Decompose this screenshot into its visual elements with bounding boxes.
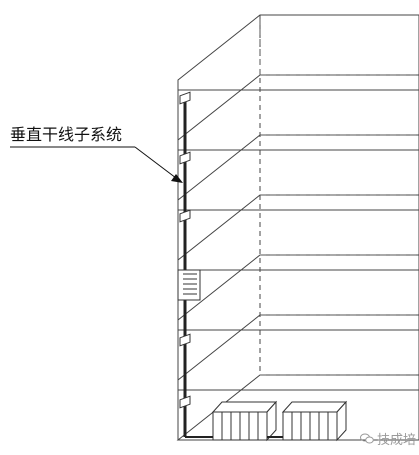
callout-arrow — [10, 146, 183, 183]
floor-slab-1 — [177, 14, 419, 91]
floor-slab-3 — [177, 134, 419, 211]
telecom-closet — [177, 269, 201, 301]
rack-right — [281, 400, 348, 442]
watermark: 技成培 — [360, 429, 416, 448]
floor-slabs — [176, 14, 419, 441]
outlet-6 — [179, 395, 191, 409]
hidden-lines — [259, 15, 419, 376]
outlet-2 — [179, 151, 191, 165]
floor-slab-4 — [177, 194, 419, 271]
callout-label: 垂直干线子系统 — [10, 125, 123, 144]
equipment-racks — [185, 400, 348, 442]
outlet-1 — [179, 91, 191, 105]
closet-box — [177, 269, 201, 301]
floor-slab-6 — [177, 314, 419, 391]
floor-slab-2 — [177, 74, 419, 151]
floor-slab-5 — [177, 254, 419, 331]
arrow-head — [171, 174, 183, 183]
floor-outlets — [179, 91, 191, 409]
outlet-5 — [179, 333, 191, 347]
rack-left — [211, 400, 278, 442]
outlet-3 — [179, 209, 191, 223]
watermark-text: 技成培 — [377, 433, 417, 448]
floor-slab-7 — [176, 374, 419, 441]
wechat-icon — [360, 433, 374, 444]
